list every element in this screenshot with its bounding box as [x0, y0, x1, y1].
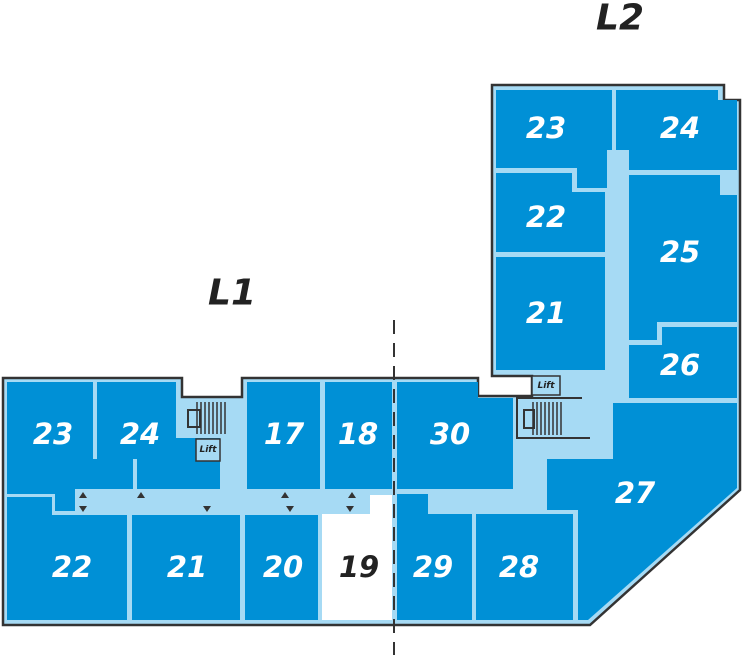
- room-l1-22[interactable]: [7, 497, 127, 620]
- room-label: 29: [413, 550, 453, 584]
- room-l1-17[interactable]: [247, 382, 320, 489]
- stairs-icon: [516, 397, 590, 439]
- arrow-down-icon: [286, 506, 294, 512]
- room-l2-26[interactable]: [629, 327, 737, 398]
- arrow-up-icon: [281, 492, 289, 498]
- room-l1-23[interactable]: [7, 382, 133, 511]
- room-label: 19: [339, 550, 379, 584]
- room-l2-24[interactable]: [616, 90, 737, 170]
- room-label: 22: [52, 550, 92, 584]
- room-label: 24: [120, 417, 160, 451]
- room-l1-18[interactable]: [325, 382, 392, 489]
- room-l2-22[interactable]: [496, 173, 605, 252]
- room-l1-29[interactable]: [397, 494, 472, 620]
- room-label: 17: [264, 417, 305, 451]
- level-label-l1: L1: [208, 273, 256, 314]
- arrow-down-icon: [203, 506, 211, 512]
- room-label: 25: [660, 235, 700, 269]
- arrow-down-icon: [346, 506, 354, 512]
- arrow-down-icon: [79, 506, 87, 512]
- lift-label: Lift: [199, 445, 217, 455]
- level-label-l2: L2: [596, 0, 644, 39]
- room-label: 23: [526, 111, 566, 145]
- room-l1-20[interactable]: [245, 515, 318, 620]
- room-label: 23: [33, 417, 73, 451]
- room-label: 27: [615, 476, 656, 510]
- room-l1-21[interactable]: [132, 515, 240, 620]
- lift-label: Lift: [537, 381, 555, 391]
- room-l2-21[interactable]: [496, 257, 605, 370]
- room-label: 21: [526, 296, 566, 330]
- stairs-icon: [187, 402, 226, 434]
- room-label: 24: [660, 111, 700, 145]
- room-l1-30[interactable]: [397, 382, 513, 489]
- room-l1-24[interactable]: [97, 382, 220, 489]
- direction-arrows: [79, 492, 356, 512]
- room-label: 28: [499, 550, 539, 584]
- room-label: 26: [660, 348, 700, 382]
- room-label: 30: [430, 417, 470, 451]
- room-label: 20: [263, 550, 303, 584]
- arrow-up-icon: [137, 492, 145, 498]
- lift-l2: Lift: [531, 375, 561, 396]
- room-l1-28[interactable]: [476, 514, 573, 620]
- arrow-up-icon: [348, 492, 356, 498]
- room-label: 21: [167, 550, 207, 584]
- room-label: 22: [526, 200, 566, 234]
- room-l1-19[interactable]: [322, 495, 392, 620]
- room-label: 18: [338, 417, 378, 451]
- arrow-up-icon: [79, 492, 87, 498]
- room-l2-25[interactable]: [629, 175, 737, 340]
- room-l2-23[interactable]: [496, 90, 612, 188]
- room-l2-27[interactable]: [547, 403, 737, 620]
- lift-l1: Lift: [195, 438, 221, 462]
